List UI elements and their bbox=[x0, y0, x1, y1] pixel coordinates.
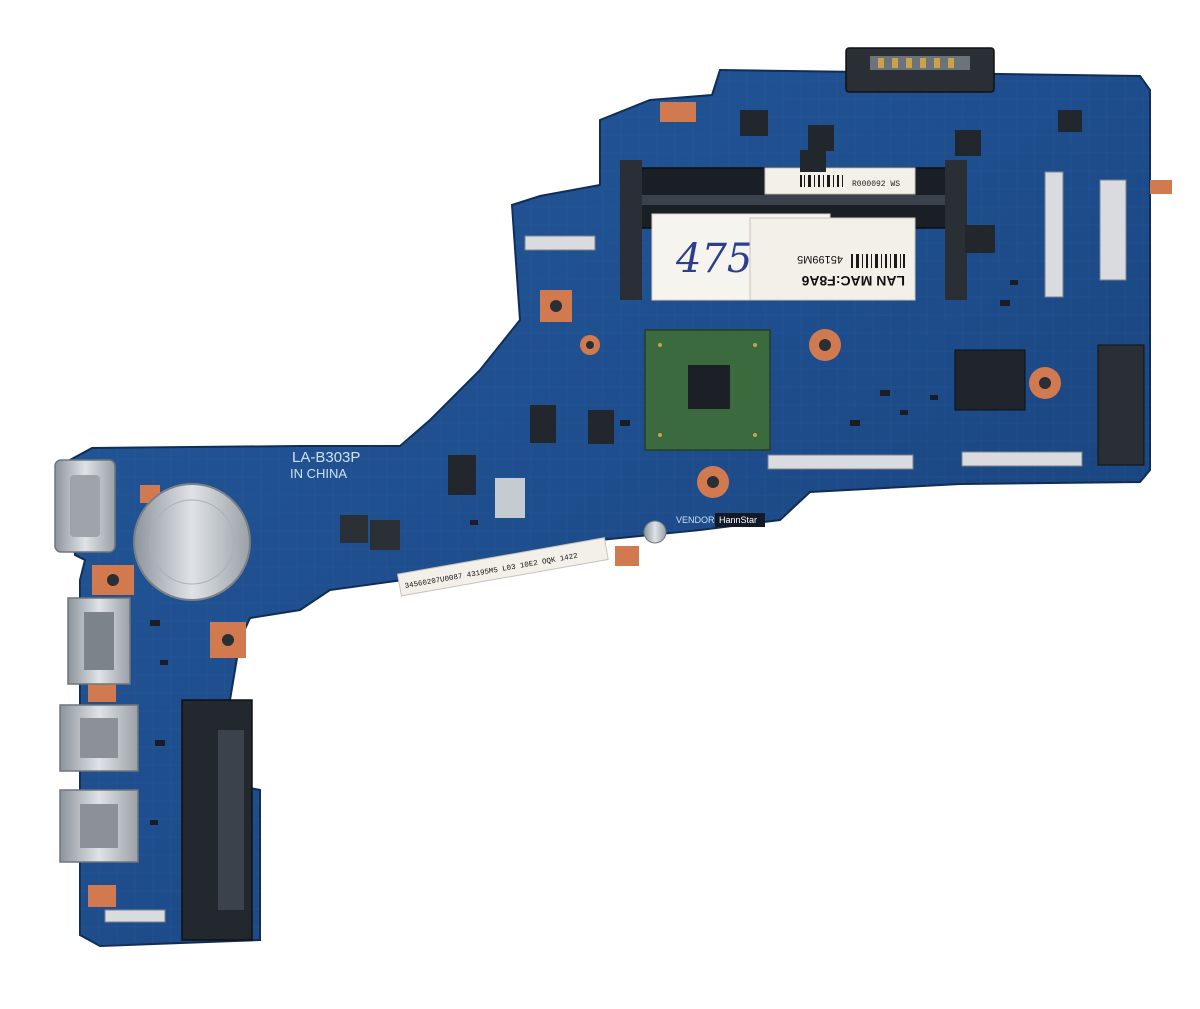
controller-chip bbox=[954, 349, 1026, 411]
mac-label-code: 45199M5 bbox=[797, 253, 843, 265]
handwritten-label: 475 bbox=[675, 236, 752, 282]
top-sticker bbox=[764, 167, 916, 195]
small-chips bbox=[448, 110, 1082, 495]
top-sticker-code: R000092 WS bbox=[852, 180, 900, 189]
vendor-label: VENDOR bbox=[676, 515, 715, 525]
cpu-die bbox=[688, 365, 730, 409]
sata-connector-right bbox=[1097, 344, 1145, 466]
vendor-badge: HannStar bbox=[719, 515, 757, 525]
board-country-silkscreen: IN CHINA bbox=[290, 466, 347, 481]
ffc-connectors bbox=[104, 171, 1127, 923]
board-model-silkscreen: LA-B303P bbox=[292, 449, 360, 466]
coin-cell-battery bbox=[133, 483, 251, 601]
mac-label bbox=[749, 217, 916, 301]
inductors bbox=[340, 478, 525, 550]
standoff-screw bbox=[643, 520, 667, 544]
serial-sticker bbox=[396, 537, 609, 597]
screw-pads bbox=[88, 102, 1172, 907]
mac-label-title: LAN MAC:F8A6 bbox=[801, 273, 905, 289]
